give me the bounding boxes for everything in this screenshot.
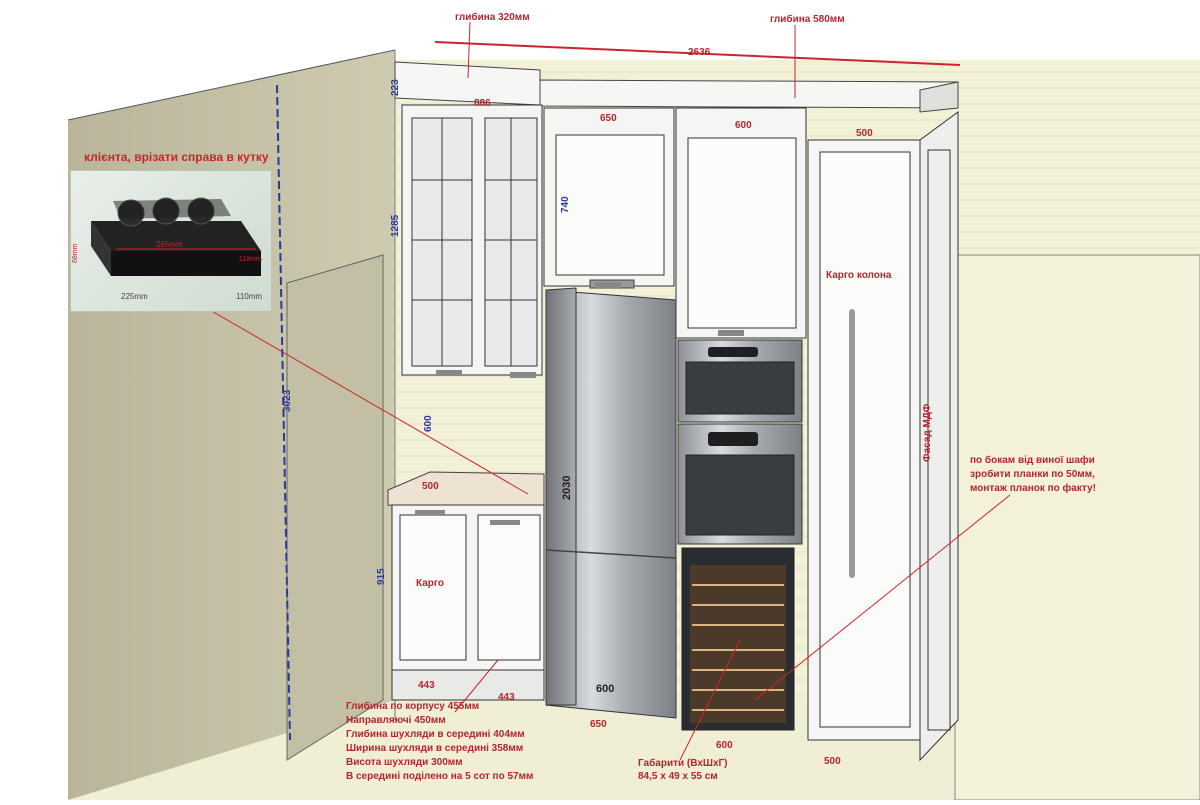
top-depth-left: глибина 320мм — [455, 11, 530, 23]
cornice-height: 223 — [390, 79, 401, 96]
upper-door-740: 740 — [560, 196, 571, 213]
gabarits-2: 84,5 x 49 x 55 см — [638, 771, 718, 782]
wine-note-3: монтаж планок по факту! — [970, 482, 1096, 494]
wine-note-1: по бокам від виної шафи — [970, 454, 1095, 466]
wine-pointer — [754, 494, 1011, 701]
inset-dim-d: 118mm — [239, 256, 262, 263]
counter-500: 500 — [422, 481, 439, 492]
drawer-line-5: Висота шухляди 300мм — [346, 757, 463, 768]
facade-label: Фасад МДФ — [922, 403, 933, 462]
drawer-line-1: Глибина по корпусу 455мм — [346, 700, 479, 712]
drawer-line-3: Глибина шухляди в середині 404мм — [346, 728, 525, 740]
inset-dim-h: 68mm — [72, 243, 79, 263]
gabarits-pointer — [679, 639, 741, 761]
drawer-line-2: Направляючі 450мм — [346, 715, 446, 726]
socket-drawing: 265mm 68mm 118mm 225mm 110mm — [72, 197, 262, 301]
upper-width: 886 — [474, 98, 491, 109]
gabarits-1: Габарити (ВхШхГ) — [638, 757, 728, 769]
base-height: 915 — [376, 568, 387, 585]
upper-cornice — [394, 61, 541, 106]
side-panel — [919, 111, 959, 762]
drawer-pointer — [454, 659, 499, 713]
wine-note-2: зробити планки по 50мм, — [970, 468, 1095, 480]
drawer-line-4: Ширина шухляди в середині 358мм — [346, 743, 523, 754]
fridge-bottom-600: 600 — [596, 683, 614, 695]
inset-pointer — [209, 309, 529, 495]
left-doorway — [286, 254, 384, 761]
wall-height-line — [276, 84, 291, 741]
cargo-bottom-500: 500 — [824, 756, 841, 767]
wall-height: 3023 — [282, 389, 293, 412]
socket-inset: 265mm 68mm 118mm 225mm 110mm — [70, 170, 272, 312]
inset-dim-w: 225mm — [121, 292, 148, 301]
cargo-column-label: Карго колона — [826, 270, 892, 281]
right-opening — [954, 254, 1200, 801]
inset-dim-len: 265mm — [156, 240, 183, 249]
fridge-height: 2030 — [561, 476, 573, 500]
fridge-bottom-650: 650 — [590, 719, 607, 730]
inset-title: клієнта, врізати справа в кутку — [84, 150, 269, 164]
wine-600: 600 — [716, 740, 733, 751]
base-right-443: 443 — [498, 692, 515, 703]
cargo-label: Карго — [416, 578, 444, 589]
top-depth-right: глибина 580мм — [770, 13, 845, 25]
total-width: 2636 — [688, 47, 711, 58]
col-650: 650 — [600, 113, 617, 124]
drawer-line-6: В середині поділено на 5 сот по 57мм — [346, 771, 533, 782]
tall-cornice — [539, 79, 959, 109]
total-width-line — [434, 41, 961, 66]
col-600: 600 — [735, 120, 752, 131]
upper-height: 1285 — [390, 214, 401, 237]
base-left-443: 443 — [418, 680, 435, 691]
inset-dim-w2: 110mm — [236, 292, 262, 301]
col-500: 500 — [856, 128, 873, 139]
gap-600: 600 — [423, 415, 434, 432]
